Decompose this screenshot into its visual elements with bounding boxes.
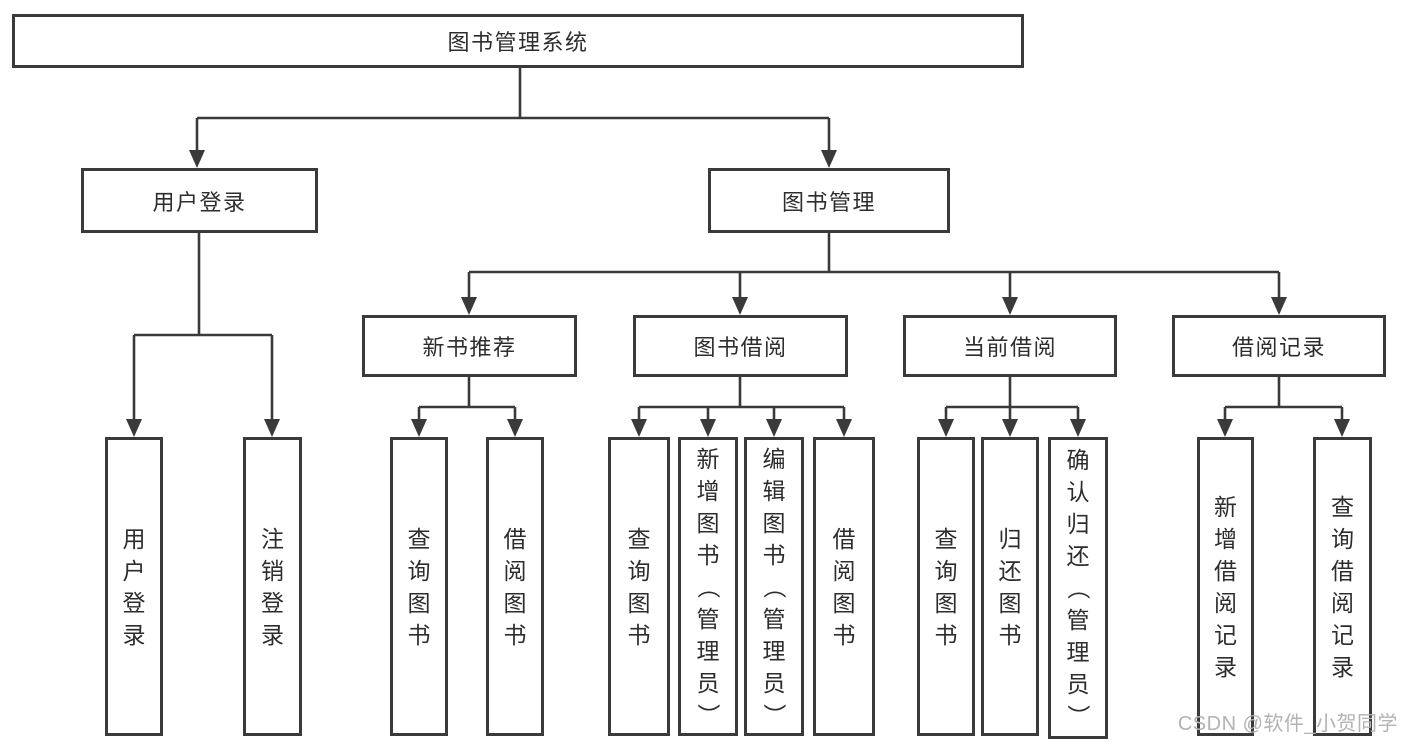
leaf-add-borrow-record-label: 新增借阅记录: [1214, 493, 1237, 680]
leaf-user-login: 用户登录: [105, 437, 163, 736]
leaf-query-books-1-label: 查询图书: [407, 525, 431, 648]
leaf-borrow-books-2: 借阅图书: [813, 437, 875, 736]
leaf-logout: 注销登录: [243, 437, 302, 736]
node-borrowing-records: 借阅记录: [1172, 315, 1386, 377]
arrowheads: [126, 150, 1350, 437]
node-new-book-recommendation: 新书推荐: [362, 315, 577, 377]
leaf-add-books-admin-label: 新增图书（管理员）: [695, 445, 721, 727]
leaf-query-books-3-label: 查询图书: [934, 525, 958, 648]
watermark-text: CSDN @软件_小贺同学: [1177, 713, 1398, 735]
node-book-borrowing-label: 图书借阅: [693, 335, 788, 360]
node-current-borrowing: 当前借阅: [903, 315, 1117, 377]
node-book-management: 图书管理: [708, 168, 950, 233]
node-borrowing-records-label: 借阅记录: [1231, 335, 1326, 360]
leaf-return-books: 归还图书: [981, 437, 1039, 736]
node-current-borrowing-label: 当前借阅: [962, 335, 1057, 360]
node-user-login-label: 用户登录: [152, 189, 247, 215]
leaf-user-login-label: 用户登录: [122, 525, 146, 648]
node-root: 图书管理系统: [12, 14, 1024, 68]
leaf-query-books-2-label: 查询图书: [627, 525, 651, 648]
node-book-management-label: 图书管理: [781, 189, 876, 215]
leaf-borrow-books-1-label: 借阅图书: [503, 525, 527, 648]
node-user-login: 用户登录: [81, 168, 318, 233]
leaf-add-borrow-record: 新增借阅记录: [1197, 437, 1254, 736]
leaf-query-borrow-record-label: 查询借阅记录: [1331, 493, 1354, 680]
leaf-confirm-return-admin: 确认归还（管理员）: [1048, 437, 1108, 739]
leaf-edit-books-admin: 编辑图书（管理员）: [744, 437, 804, 736]
leaf-query-books-1: 查询图书: [390, 437, 448, 736]
leaf-query-books-3: 查询图书: [917, 437, 975, 736]
leaf-edit-books-admin-label: 编辑图书（管理员）: [761, 445, 787, 727]
node-new-book-recommendation-label: 新书推荐: [422, 335, 517, 360]
node-book-borrowing: 图书借阅: [633, 315, 848, 377]
leaf-return-books-label: 归还图书: [998, 525, 1022, 648]
leaf-borrow-books-2-label: 借阅图书: [832, 525, 856, 648]
node-root-label: 图书管理系统: [447, 30, 589, 55]
leaf-confirm-return-admin-label: 确认归还（管理员）: [1065, 447, 1091, 728]
leaf-query-books-2: 查询图书: [608, 437, 670, 736]
leaf-logout-label: 注销登录: [261, 525, 284, 648]
leaf-add-books-admin: 新增图书（管理员）: [678, 437, 738, 736]
leaf-query-borrow-record: 查询借阅记录: [1313, 437, 1372, 736]
leaf-borrow-books-1: 借阅图书: [486, 437, 544, 736]
